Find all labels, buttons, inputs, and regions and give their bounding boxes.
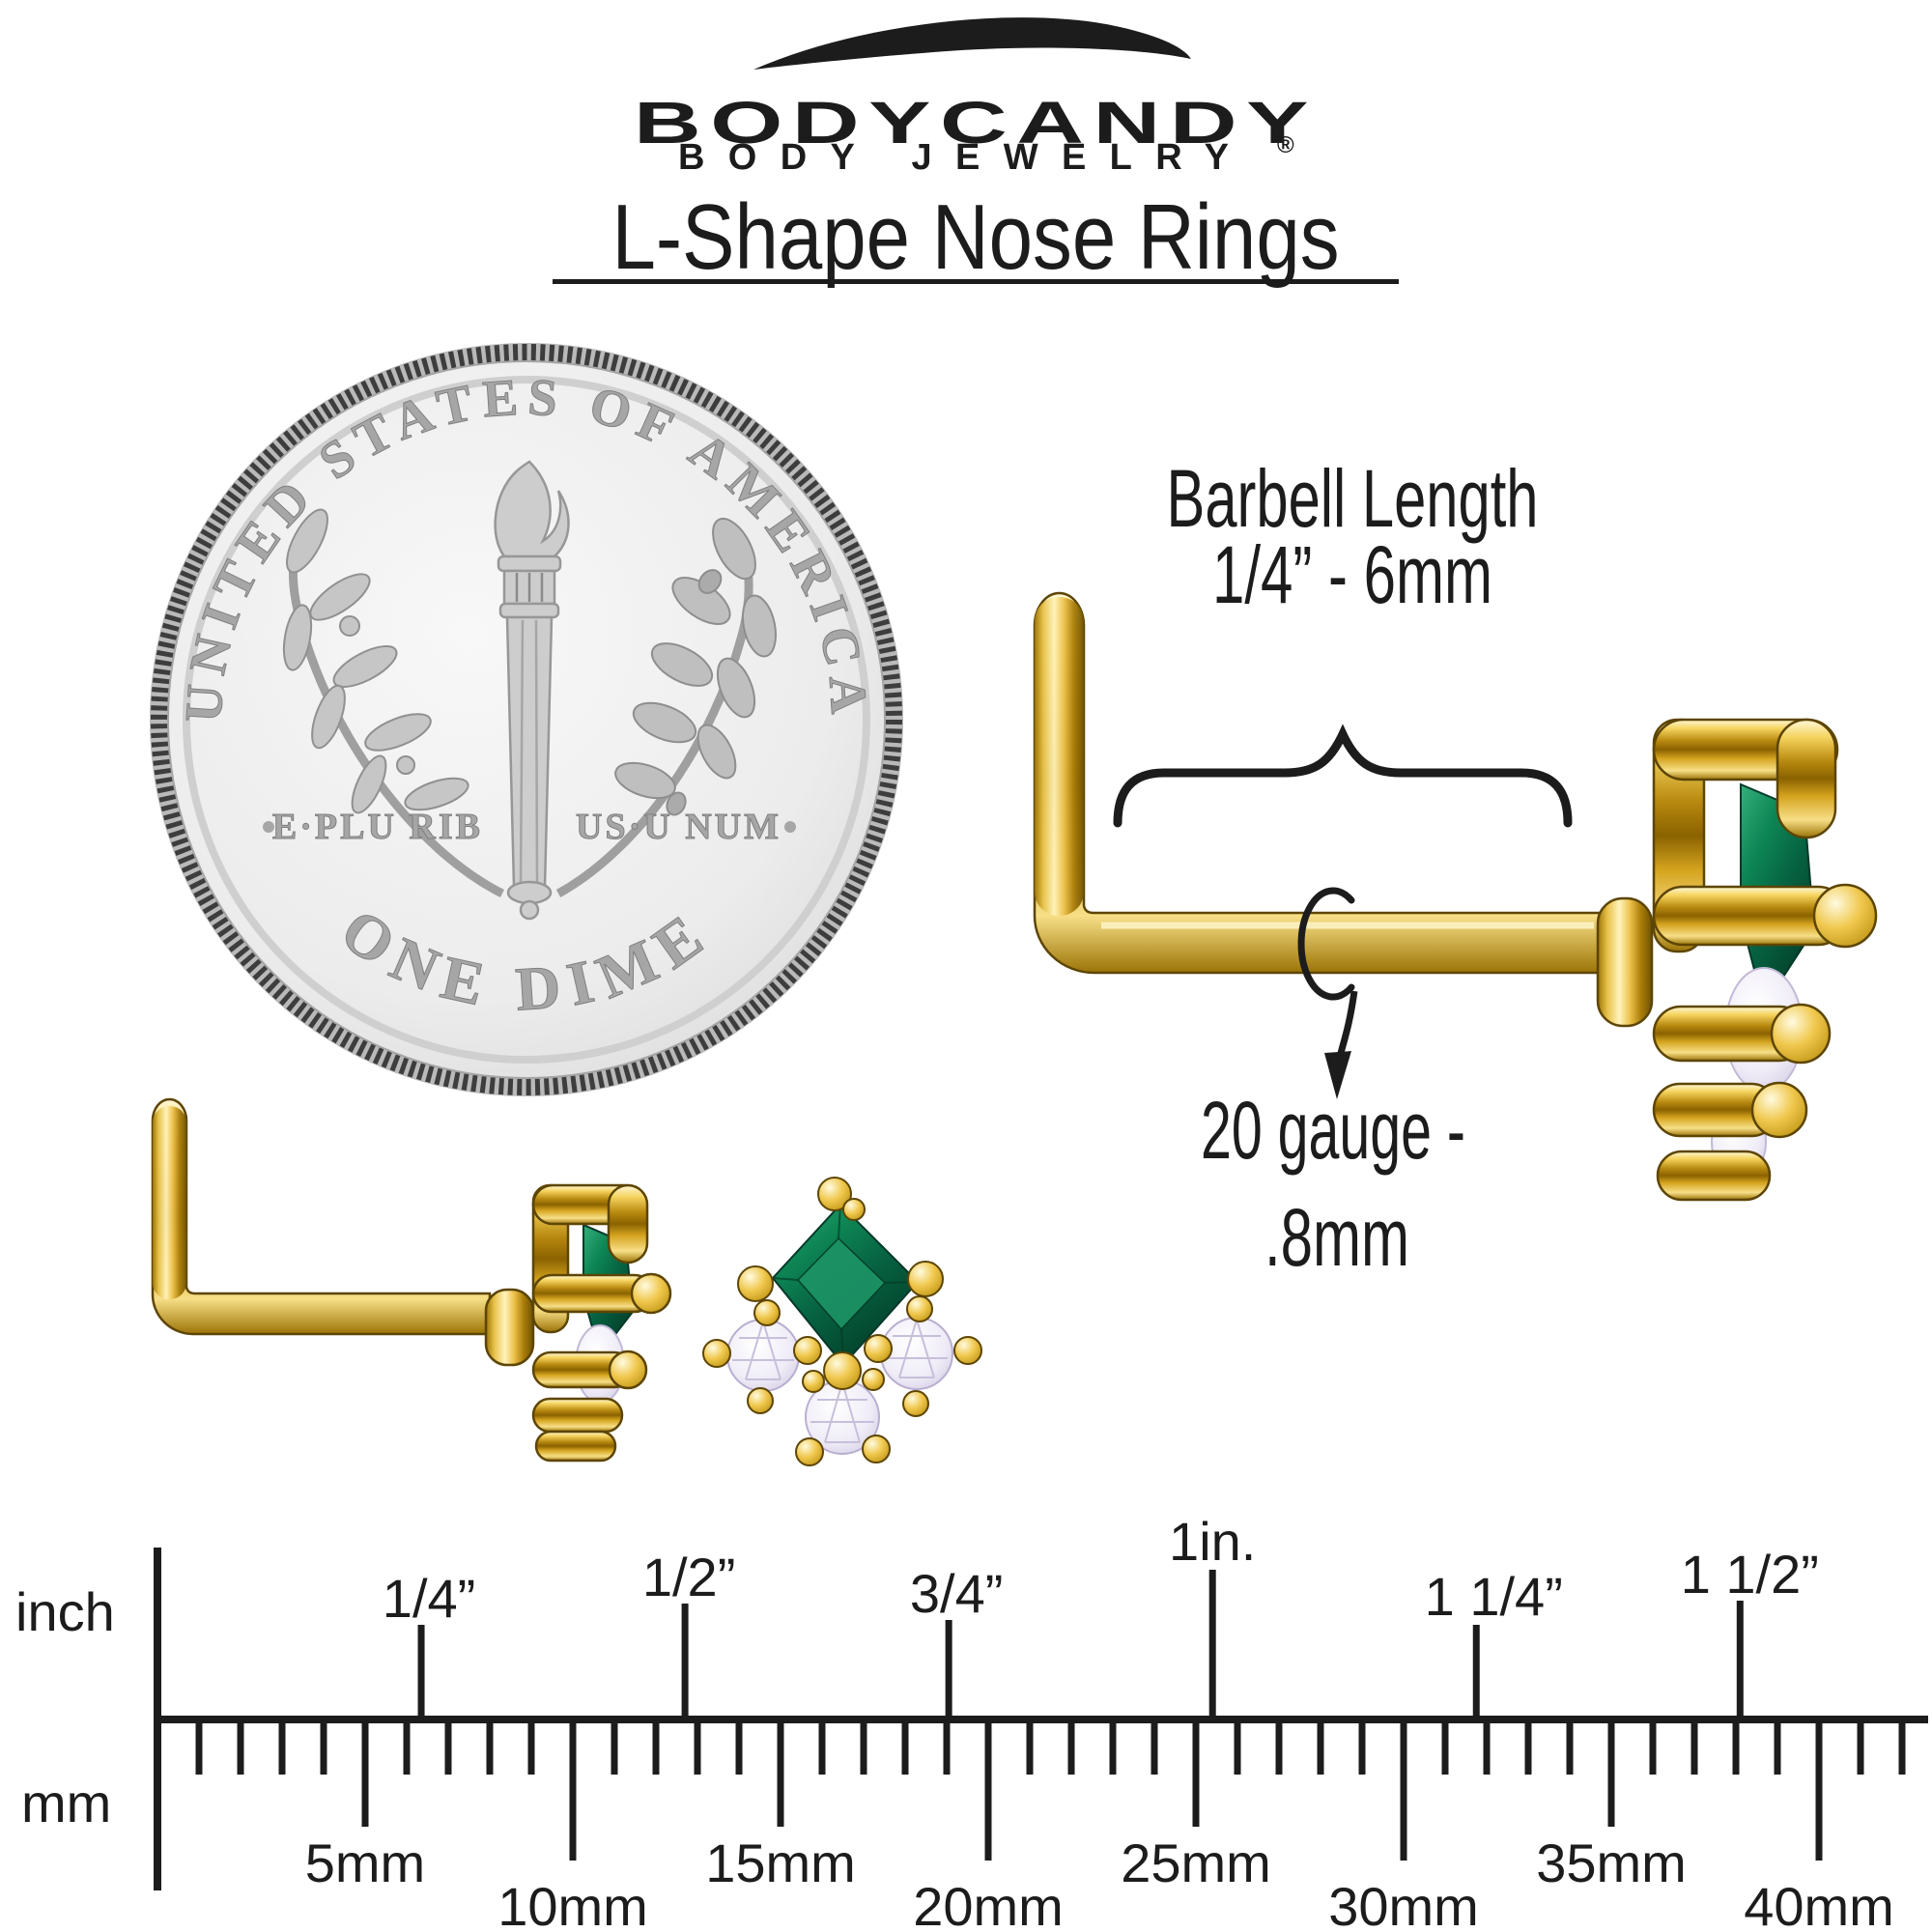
ruler-mm-tick-label: 30mm [1328,1876,1479,1932]
ruler-inch-tick-label: 1/2” [642,1547,736,1607]
ruler-inch-tick-label: 1in. [1169,1511,1256,1572]
lshape-post-highlight-large [1035,597,1084,916]
logo-swoosh-icon [753,17,1191,70]
prong-ball [1750,1081,1808,1139]
ruler-inch-tick-label: 3/4” [910,1563,1004,1624]
prong-bar [1656,1150,1772,1202]
dime-reeding [151,344,902,1095]
brand-logo: BODYCANDY [634,90,1318,156]
ruler-inch-tick-label: 1 1/2” [1681,1544,1819,1605]
torch-flame [494,460,570,558]
callout-barbell-length: Barbell Length 1/4” - 6mm [1113,453,1573,828]
ruler-mm-tick-label: 10mm [497,1876,648,1932]
ruler-inch-tick-label: 1/4” [383,1568,476,1629]
collar-small [484,1288,535,1367]
registered-mark: ® [1277,132,1294,158]
gauge-circle-mark [1297,887,1355,1001]
barbell-length-value: 1/4” - 6mm [1212,529,1492,620]
gauge-arrow-line [1336,990,1358,1058]
collar-large [1596,896,1654,1028]
callout-gauge: 20 gauge - .8mm [1201,887,1465,1283]
prong-hook [1776,718,1837,839]
ruler: inch mm 5mm 10mm 15mm 20mm 25mm 30mm 35mm 40mm 1… [15,1511,1928,1932]
prong-ball [1812,883,1878,949]
dime-photo: UNITED STATES OF AMERICA ONE DIME [150,343,903,1096]
green-gem-front [771,1203,920,1367]
ruler-mm-tick-label: 5mm [305,1833,425,1893]
nose-ring-small [151,1097,672,1463]
motto-dot-right [784,821,796,833]
dime-motto-right: US·U NUM [576,807,781,847]
barbell-length-label: Barbell Length [1167,453,1539,544]
front-prong-balls [702,1177,982,1466]
lshape-post-and-bar-large [1033,591,1605,975]
gem-cluster-front [702,1177,982,1466]
motto-dot-left [263,821,274,833]
ruler-inch-label: inch [15,1581,115,1642]
ruler-mm-tick-label: 25mm [1121,1833,1271,1893]
gem-cluster-side-small [531,1183,672,1463]
prong-ball [608,1350,648,1390]
dime-motto-left: E·PLU RIB [272,807,483,847]
ruler-ticks: 5mm 10mm 15mm 20mm 25mm 30mm 35mm 40mm 1/4” 1/2” 3… [195,1511,1906,1932]
title-underline [553,279,1399,284]
prong-bar [531,1397,624,1434]
prong-hook [607,1183,649,1264]
gauge-label-line2: .8mm [1264,1192,1409,1283]
lshape-post-and-bar-small [151,1097,492,1336]
olive-branch [282,508,505,898]
ruler-mm-tick-label: 35mm [1536,1833,1687,1893]
brand-header: BODYCANDY BODY JEWELRY ® L-Shape Nose Ri… [553,17,1399,289]
page-title: L-Shape Nose Rings [612,185,1340,289]
oak-branch [555,517,778,897]
ruler-mm-tick-label: 20mm [913,1876,1064,1932]
ruler-mm-tick-label: 15mm [705,1833,856,1893]
brand-tagline: BODY JEWELRY [678,137,1258,178]
gem-cluster-side-large [1652,718,1878,1202]
ruler-mm-label: mm [21,1773,111,1833]
prong-ball [630,1272,672,1315]
torch-icon [494,460,570,921]
ruler-mm-tick-label: 40mm [1744,1876,1894,1932]
dime-inner-rim [183,376,870,1064]
lshape-post-highlight-small [153,1106,186,1299]
gauge-arrowhead-icon [1324,1051,1351,1099]
ruler-inch-tick-label: 1 1/4” [1425,1566,1563,1627]
gauge-label-line1: 20 gauge - [1201,1085,1465,1176]
clear-gem-left [726,1319,800,1392]
measurement-brace [1113,724,1573,828]
nose-ring-large [1033,591,1878,1202]
prong-ball [1770,1003,1832,1065]
prong-bar [534,1430,617,1463]
